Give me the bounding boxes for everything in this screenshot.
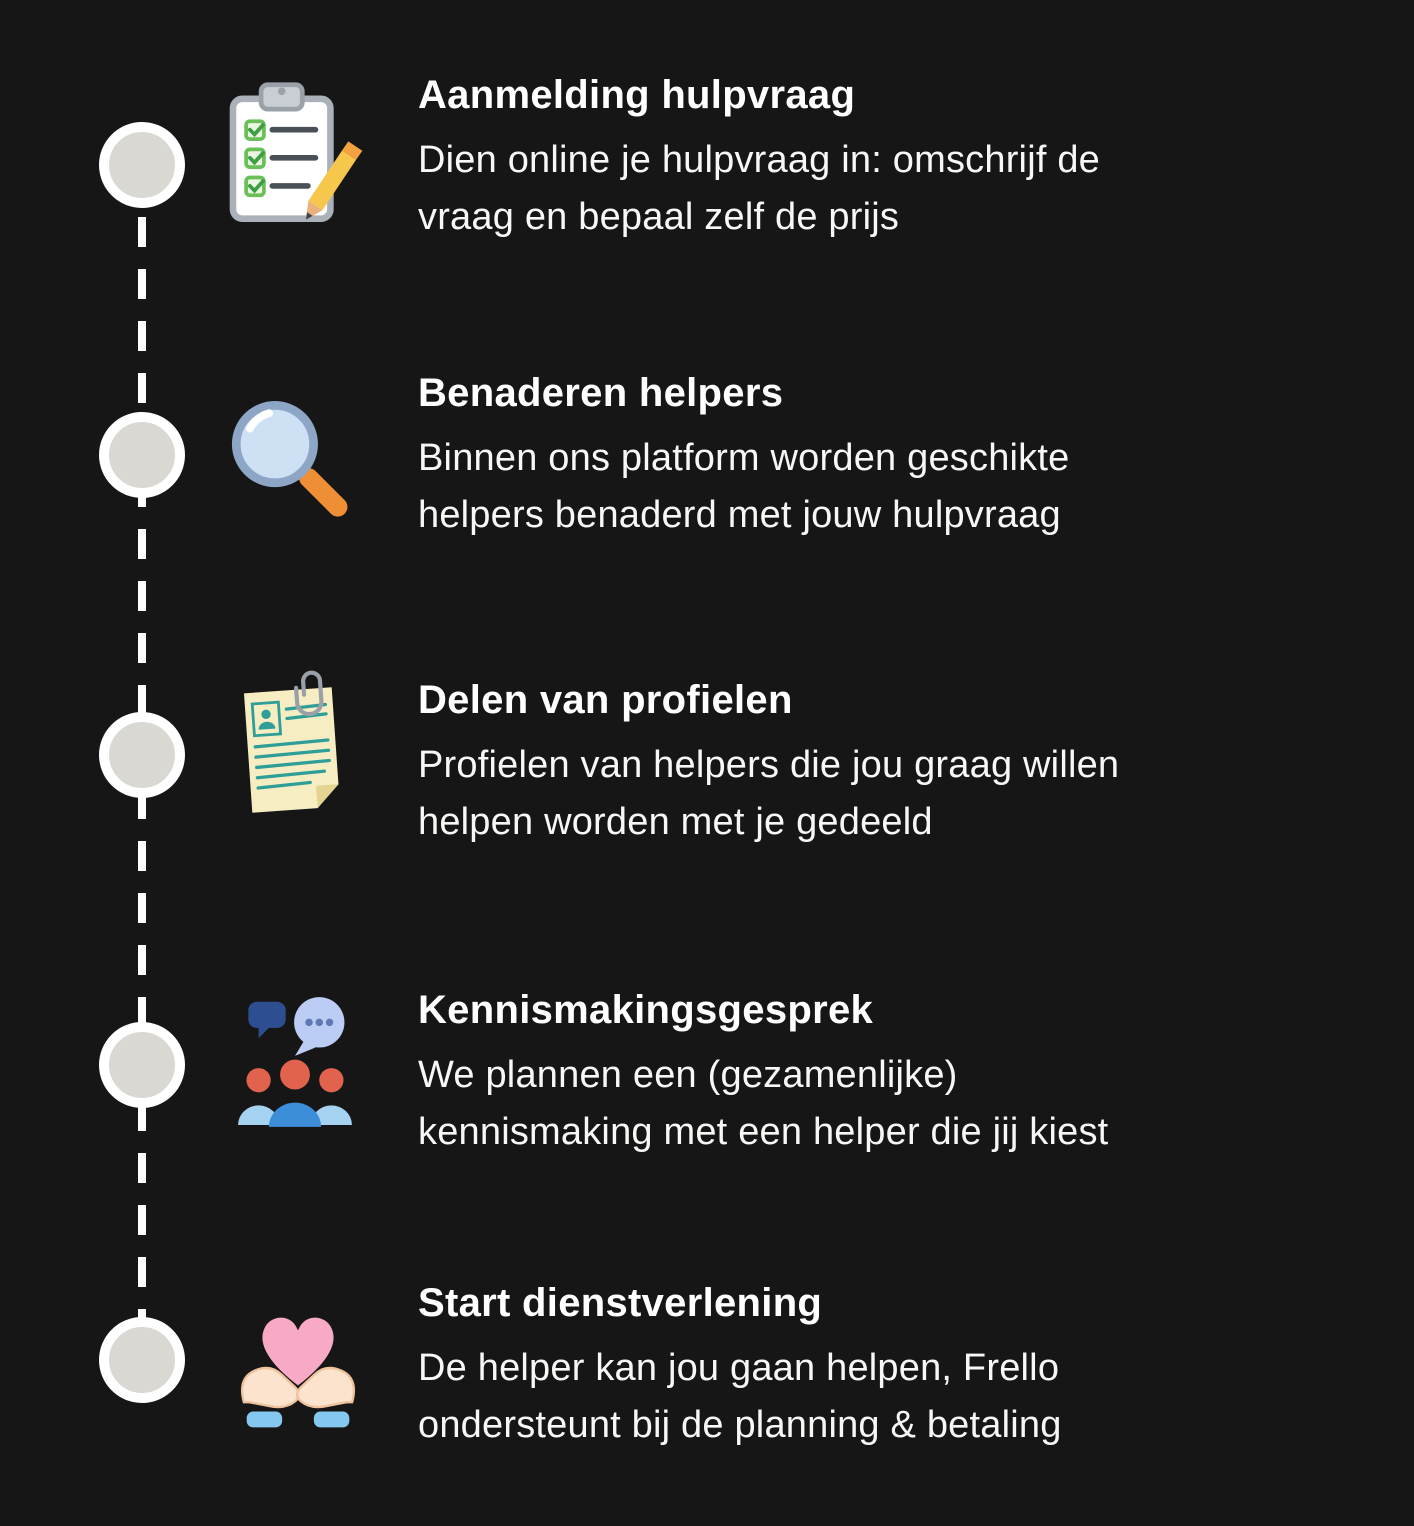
step-description-line: Profielen van helpers die jou graag will… (418, 744, 1120, 786)
hands-heart-icon (228, 1288, 368, 1438)
timeline-node (99, 712, 185, 798)
timeline-node (99, 412, 185, 498)
step-description-line: ondersteunt bij de planning & betaling (418, 1404, 1062, 1446)
step-title: Aanmelding hulpvraag (418, 73, 856, 117)
step-title: Delen van profielen (418, 678, 793, 722)
step-title: Kennismakingsgesprek (418, 988, 874, 1032)
step-description-line: De helper kan jou gaan helpen, Frello (418, 1347, 1060, 1389)
step-description-line: We plannen een (gezamenlijke) (418, 1054, 958, 1096)
timeline-node (99, 122, 185, 208)
step-description-line: vraag en bepaal zelf de prijs (418, 196, 900, 238)
magnifier-icon (215, 388, 360, 533)
timeline-node (99, 1022, 185, 1108)
step-description-line: Binnen ons platform worden geschikte (418, 437, 1070, 479)
step-description-line: helpers benaderd met jouw hulpvraag (418, 494, 1061, 536)
group-chat-icon (225, 985, 365, 1139)
step-description-line: kennismaking met een helper die jij kies… (418, 1111, 1109, 1153)
step-description-line: helpen worden met je gedeeld (418, 801, 933, 843)
clipboard-checklist-icon (218, 80, 366, 230)
profile-document-icon (218, 662, 368, 835)
step-title: Start dienstverlening (418, 1281, 823, 1325)
step-description-line: Dien online je hulpvraag in: omschrijf d… (418, 139, 1101, 181)
step-title: Benaderen helpers (418, 371, 784, 415)
timeline-node (99, 1317, 185, 1403)
